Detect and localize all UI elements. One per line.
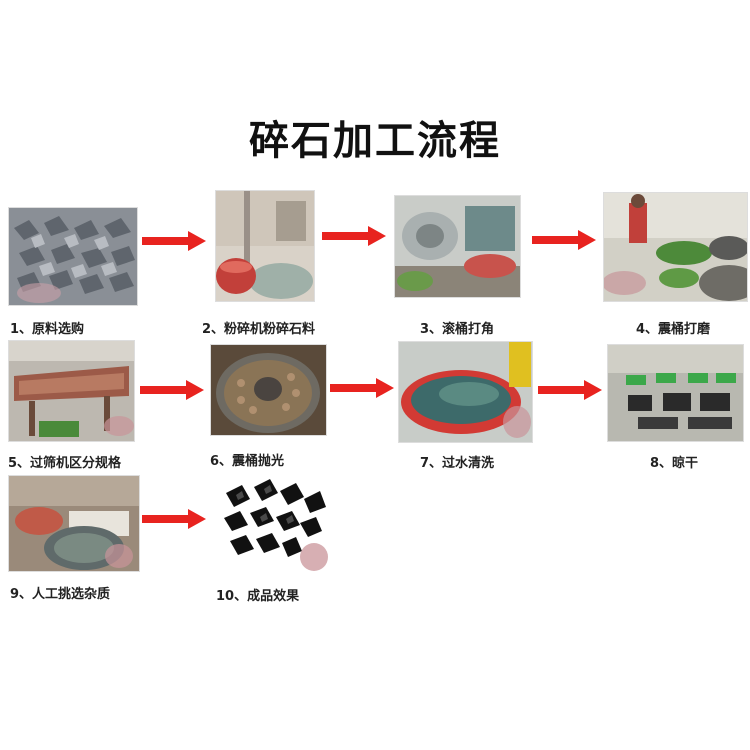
- water-washing-photo: [398, 341, 533, 443]
- step-8-label: 8、晾干: [650, 456, 699, 471]
- step-1-label: 1、原料选购: [10, 322, 85, 337]
- arrow-right-icon: [532, 230, 596, 250]
- step-10-label: 10、成品效果: [216, 589, 300, 604]
- step-6-label: 6、震桶抛光: [210, 454, 285, 469]
- step-3-label: 3、滚桶打角: [420, 322, 495, 337]
- arrow-right-icon: [142, 509, 206, 529]
- drying-photo: [607, 344, 744, 442]
- page-title: 碎石加工流程: [249, 118, 501, 164]
- arrow-right-icon: [538, 380, 602, 400]
- arrow-right-icon: [140, 380, 204, 400]
- step-7-label: 7、过水清洗: [420, 456, 495, 471]
- arrow-right-icon: [142, 231, 206, 251]
- arrow-right-icon: [330, 378, 394, 398]
- arrow-right-icon: [322, 226, 386, 246]
- step-5-label: 5、过筛机区分规格: [8, 456, 122, 471]
- step-9-label: 9、人工挑选杂质: [10, 587, 111, 602]
- sieve-machine-photo: [8, 340, 135, 442]
- finished-product-photo: [216, 473, 328, 575]
- tumbler-drum-photo: [394, 195, 521, 298]
- step-4-label: 4、震桶打磨: [636, 322, 711, 337]
- raw-stone-photo: [8, 207, 138, 306]
- manual-sorting-photo: [8, 475, 140, 572]
- vibrating-bucket-polishing-photo: [210, 344, 327, 436]
- vibrating-bucket-grinding-photo: [603, 192, 748, 302]
- crusher-photo: [215, 190, 315, 302]
- step-2-label: 2、粉碎机粉碎石料: [202, 322, 316, 337]
